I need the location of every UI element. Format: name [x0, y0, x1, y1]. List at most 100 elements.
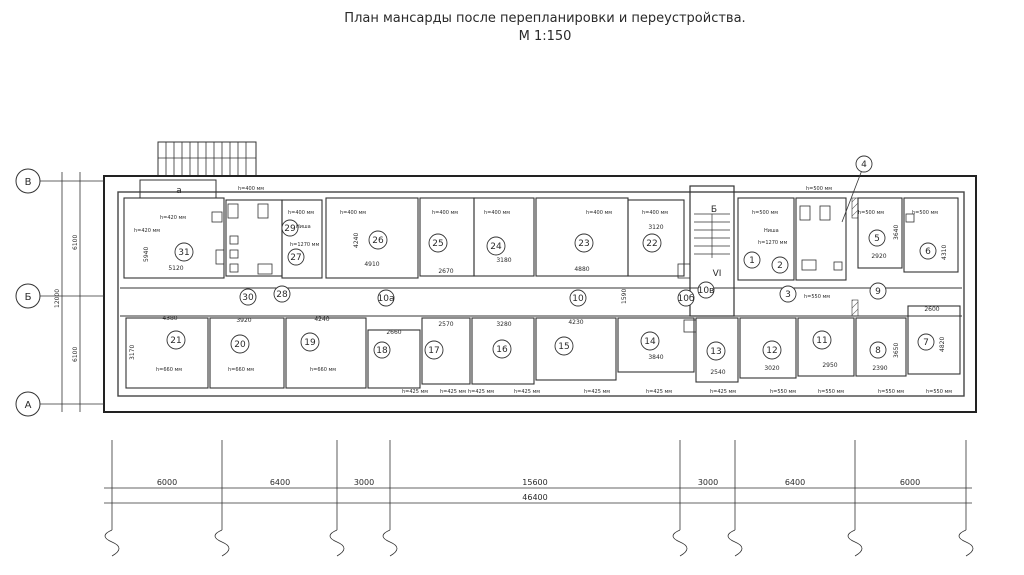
room-10a-number: 10а	[378, 294, 395, 304]
room-23-number: 23	[578, 239, 589, 249]
span-dim-2: 6400	[270, 478, 290, 487]
h500-label-3: h=500 мм	[858, 210, 884, 216]
h420-label: h=420 мм	[160, 215, 186, 221]
dim-4240: 4240	[353, 233, 360, 248]
h550-label-corridor: h=550 мм	[804, 294, 830, 300]
room-10-number: 10	[572, 294, 584, 304]
room-12-width: 3020	[764, 365, 779, 372]
h500-label-2: h=500 мм	[752, 210, 778, 216]
room-31-width: 5120	[168, 265, 183, 272]
dim-1590: 1590	[621, 289, 628, 304]
room-21-number: 21	[170, 336, 181, 346]
left-axes	[15, 168, 104, 417]
h425-label-7: h=425 мм	[710, 389, 736, 395]
dim-3640: 3640	[893, 225, 900, 240]
span-dim-6: 6400	[785, 478, 805, 487]
axis-row-middle: Б	[25, 292, 32, 303]
h400-label-6: h=400 мм	[586, 210, 612, 216]
dim-3170: 3170	[129, 345, 136, 360]
dim-5940: 5940	[143, 247, 150, 262]
room-15-number: 15	[558, 342, 569, 352]
room-30-number: 30	[242, 293, 254, 303]
h420-label-2: h=420 мм	[134, 228, 160, 234]
room-11-width: 2950	[822, 362, 837, 369]
h550-label-4: h=550 мм	[926, 389, 952, 395]
plan-scale: М 1:150	[519, 29, 572, 44]
room-12-number: 12	[766, 346, 777, 356]
room-1-number: 1	[749, 256, 755, 266]
room-markers	[166, 155, 937, 361]
h400-label-2: h=400 мм	[288, 210, 314, 216]
room-4-number: 4	[861, 160, 867, 170]
room-19-width: 4240	[314, 316, 329, 323]
room-20-number: 20	[234, 340, 246, 350]
room-13-width: 2540	[710, 369, 725, 376]
room-10b-number: 10б	[677, 294, 694, 304]
room-21-width: 4380	[162, 315, 177, 322]
room-17-width: 2570	[438, 321, 453, 328]
span-dim-3: 3000	[354, 478, 374, 487]
h400-label: h=400 мм	[238, 186, 264, 192]
room-29-number: 29	[284, 224, 296, 234]
room-22-number: 22	[646, 239, 657, 249]
h660-label-1: h=660 мм	[156, 367, 182, 373]
stair-b-label: Б	[711, 205, 717, 215]
room-27-number: 27	[290, 253, 301, 263]
h425-label-1: h=425 мм	[402, 389, 428, 395]
h660-label-2: h=660 мм	[228, 367, 254, 373]
room-26-width: 4910	[364, 261, 379, 268]
h1270-label-left: h=1270 мм	[290, 242, 319, 248]
vertical-total-dim: 12000	[54, 289, 61, 308]
room-6-number: 6	[925, 247, 931, 257]
room-26-number: 26	[372, 236, 384, 246]
roof-stair	[157, 141, 257, 177]
nisha-label-right: Ниша	[764, 228, 779, 234]
h550-label-1: h=550 мм	[770, 389, 796, 395]
room-28-number: 28	[276, 290, 288, 300]
room-10v-number: 10в	[698, 286, 715, 296]
stair-vi-label: VI	[713, 269, 722, 279]
h660-label-3: h=660 мм	[310, 367, 336, 373]
span-dim-5: 3000	[698, 478, 718, 487]
room-8-width: 2390	[872, 365, 887, 372]
room-16-number: 16	[496, 345, 508, 355]
span-dim-7: 6000	[900, 478, 920, 487]
h425-label-4: h=425 мм	[514, 389, 540, 395]
room-14-number: 14	[644, 337, 656, 347]
axis-row-top: В	[25, 177, 32, 188]
plan-title: План мансарды после перепланировки и пер…	[344, 11, 745, 26]
h500-label-4: h=500 мм	[912, 210, 938, 216]
room-14-width: 3840	[648, 354, 663, 361]
nisha-label-left: Ниша	[296, 224, 311, 230]
h400-label-3: h=400 мм	[340, 210, 366, 216]
vertical-upper-dim: 6100	[72, 235, 79, 250]
room-19-number: 19	[304, 338, 316, 348]
h425-label-3: h=425 мм	[468, 389, 494, 395]
h425-label-6: h=425 мм	[646, 389, 672, 395]
room-24-width: 3180	[496, 257, 511, 264]
room-7-width: 2600	[924, 306, 939, 313]
room-13-number: 13	[710, 347, 721, 357]
span-dim-1: 6000	[157, 478, 177, 487]
h400-label-5: h=400 мм	[484, 210, 510, 216]
room-2-number: 2	[777, 261, 783, 271]
bottom-dimension-lines	[104, 440, 974, 557]
h500-label-1: h=500 мм	[806, 186, 832, 192]
room-25-number: 25	[432, 239, 443, 249]
total-dim: 46400	[522, 493, 547, 502]
axis-row-bottom: А	[25, 400, 32, 411]
lower-walls	[125, 305, 961, 389]
dim-4820: 4820	[939, 337, 946, 352]
h550-label-3: h=550 мм	[878, 389, 904, 395]
room-18-number: 18	[376, 346, 388, 356]
building-outline	[103, 175, 977, 413]
room-16-width: 3280	[496, 321, 511, 328]
dim-3650: 3650	[893, 343, 900, 358]
stair-a-label: а	[176, 186, 182, 196]
span-dim-4: 15600	[522, 478, 547, 487]
sanitary-fixtures	[211, 203, 915, 333]
room-18-width: 2660	[386, 329, 401, 336]
room-24-number: 24	[490, 242, 502, 252]
h425-label-5: h=425 мм	[584, 389, 610, 395]
